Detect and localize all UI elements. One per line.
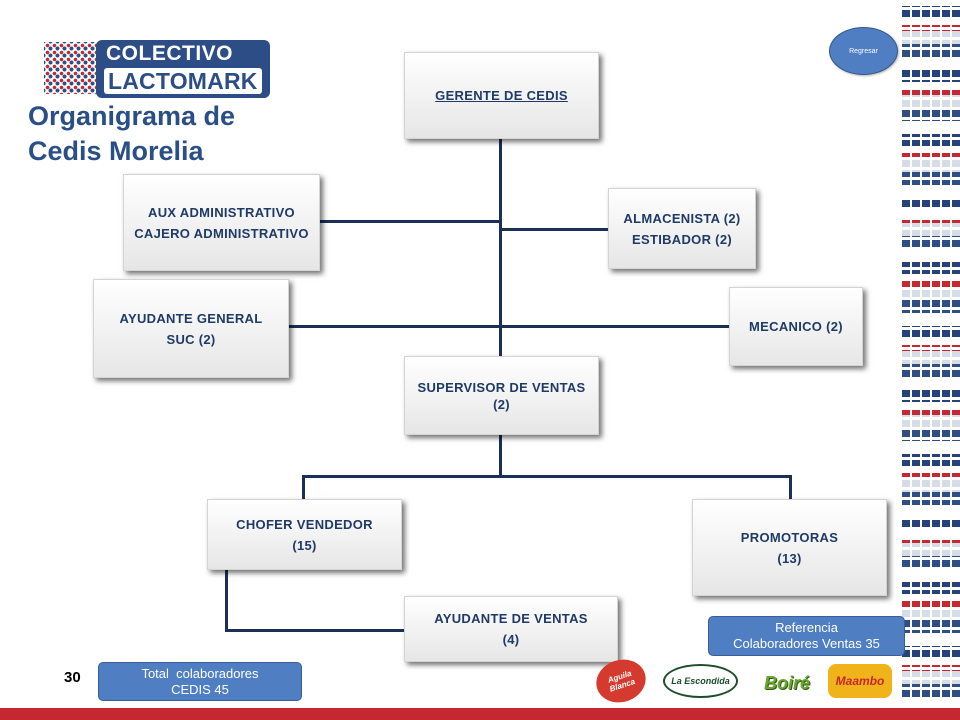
connector-ayudante-general	[289, 325, 730, 328]
connector-chofer-drop	[302, 475, 305, 499]
org-box-ayudante-ventas: AYUDANTE DE VENTAS (4)	[404, 596, 618, 662]
org-box-chofer-line1: CHOFER VENDEDOR	[236, 516, 373, 532]
connector-supervisor-down	[499, 435, 502, 476]
page-number: 30	[64, 669, 81, 686]
org-box-promotoras-line1: PROMOTORAS	[740, 529, 839, 545]
logo-plate: COLECTIVO LACTOMARK	[96, 40, 270, 98]
connector-ayudante-ventas-h	[225, 629, 405, 632]
brand-maambo-label: Maambo	[835, 674, 885, 688]
org-box-almacen-line1: ALMACENISTA (2)	[623, 210, 741, 226]
logo-line1: COLECTIVO	[106, 42, 234, 65]
connector-main-vertical	[499, 139, 502, 356]
reference-badge: Referencia Colaboradores Ventas 35	[708, 616, 905, 656]
org-box-supervisor: SUPERVISOR DE VENTAS (2)	[404, 356, 599, 435]
brand-boire-label: Boiré	[763, 672, 810, 693]
page-title-line2: Cedis Morelia	[28, 136, 204, 166]
org-box-chofer-vendedor: CHOFER VENDEDOR (15)	[207, 499, 402, 570]
org-box-supervisor-line1: SUPERVISOR DE VENTAS	[417, 379, 586, 395]
brand-logo-maambo: Maambo	[828, 664, 892, 698]
org-box-ayudante-general: AYUDANTE GENERAL SUC (2)	[93, 279, 289, 378]
org-box-aux-line2: CAJERO ADMINISTRATIVO	[134, 225, 309, 241]
org-box-mecanico: MECANICO (2)	[729, 287, 863, 366]
connector-aux	[320, 220, 501, 223]
brand-logo-boire: Boiré	[756, 668, 818, 698]
org-box-almacenista: ALMACENISTA (2) ESTIBADOR (2)	[608, 188, 756, 269]
org-box-chofer-line2: (15)	[292, 537, 317, 553]
org-box-gerente-label: GERENTE DE CEDIS	[435, 88, 568, 103]
total-line1: Total colaboradores	[141, 666, 259, 681]
logo-line2-bg	[104, 68, 262, 94]
org-box-ayudante-gral-line2: SUC (2)	[166, 331, 216, 347]
org-box-almacen-line2: ESTIBADOR (2)	[632, 231, 732, 247]
back-button[interactable]: Regresar	[829, 27, 898, 75]
org-box-ayudante-gral-line1: AYUDANTE GENERAL	[119, 310, 263, 326]
brand-escondida-label: La Escondida	[671, 676, 730, 686]
org-box-mecanico-label: MECANICO (2)	[749, 319, 843, 334]
decorative-pattern	[900, 0, 960, 710]
org-box-supervisor-line2: (2)	[493, 396, 510, 412]
org-box-aux-administrativo: AUX ADMINISTRATIVO CAJERO ADMINISTRATIVO	[123, 174, 320, 271]
bottom-red-strip	[0, 708, 960, 720]
org-box-promotoras: PROMOTORAS (13)	[692, 499, 887, 596]
reference-line2: Colaboradores Ventas 35	[733, 636, 880, 651]
logo-dots	[44, 42, 100, 94]
total-line2: CEDIS 45	[171, 682, 229, 697]
brand-logo-la-escondida: La Escondida	[663, 664, 738, 698]
org-box-aux-line1: AUX ADMINISTRATIVO	[148, 204, 295, 220]
connector-ayudante-ventas-v	[225, 570, 228, 632]
org-box-gerente: GERENTE DE CEDIS	[404, 52, 599, 139]
page-title: Organigrama de Cedis Morelia	[28, 99, 235, 169]
connector-promotoras-drop	[789, 475, 792, 499]
org-box-ayudante-ventas-line1: AYUDANTE DE VENTAS	[434, 611, 588, 626]
page-title-line1: Organigrama de	[28, 101, 236, 131]
connector-almacen	[499, 228, 609, 231]
reference-line1: Referencia	[775, 620, 838, 635]
logo: COLECTIVO LACTOMARK	[44, 40, 270, 98]
connector-horizontal-bottom	[302, 475, 792, 478]
brand-aguila-label: Aguila Blanca	[606, 668, 637, 694]
org-box-ayudante-ventas-line2: (4)	[502, 632, 520, 647]
org-box-promotoras-line2: (13)	[777, 550, 802, 566]
back-button-label: Regresar	[849, 47, 878, 55]
logo-line2: LACTOMARK	[108, 68, 258, 94]
total-collaborators-badge: Total colaboradores CEDIS 45	[98, 662, 302, 701]
